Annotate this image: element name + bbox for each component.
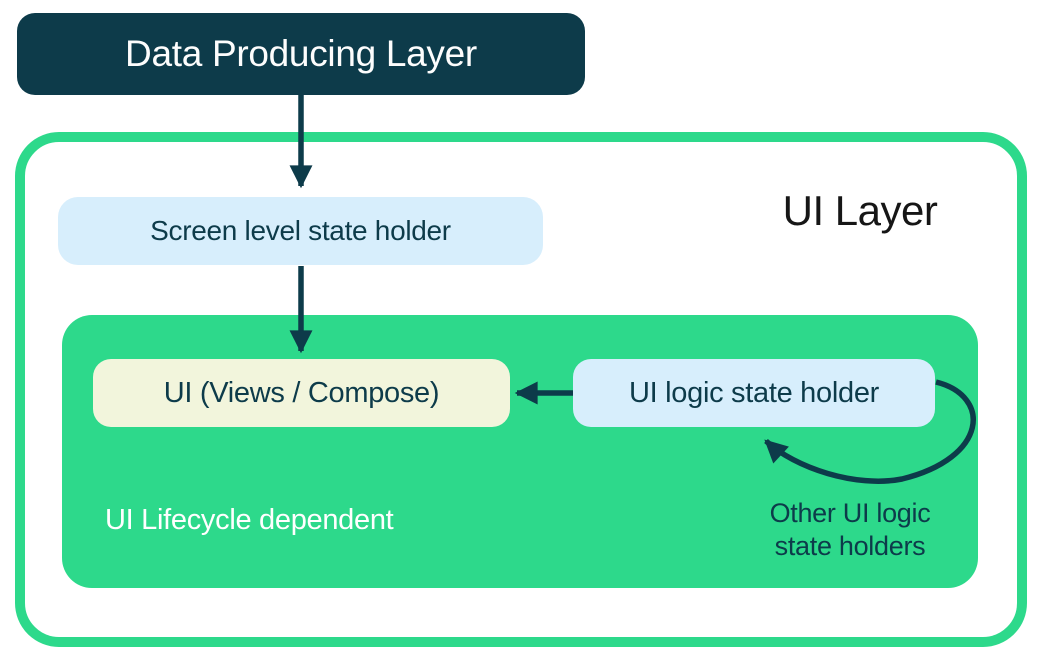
screen-state-holder-label: Screen level state holder xyxy=(150,215,451,246)
ui-views-compose-box: UI (Views / Compose) xyxy=(93,359,510,427)
other-state-holders-note-line2: state holders xyxy=(774,531,926,561)
other-state-holders-note: Other UI logic state holders xyxy=(740,497,960,563)
ui-layer-title-text: UI Layer xyxy=(782,187,938,234)
ui-layer-title: UI Layer xyxy=(740,184,980,238)
screen-state-holder-box: Screen level state holder xyxy=(58,197,543,265)
ui-views-compose-label: UI (Views / Compose) xyxy=(163,376,440,409)
ui-logic-state-holder-box: UI logic state holder xyxy=(573,359,935,427)
ui-lifecycle-dependent-label: UI Lifecycle dependent xyxy=(105,504,394,536)
data-producing-layer-label: Data Producing Layer xyxy=(125,33,477,74)
ui-logic-state-holder-label: UI logic state holder xyxy=(629,376,879,409)
data-producing-layer-box: Data Producing Layer xyxy=(17,13,585,95)
other-state-holders-note-line1: Other UI logic xyxy=(769,498,931,528)
